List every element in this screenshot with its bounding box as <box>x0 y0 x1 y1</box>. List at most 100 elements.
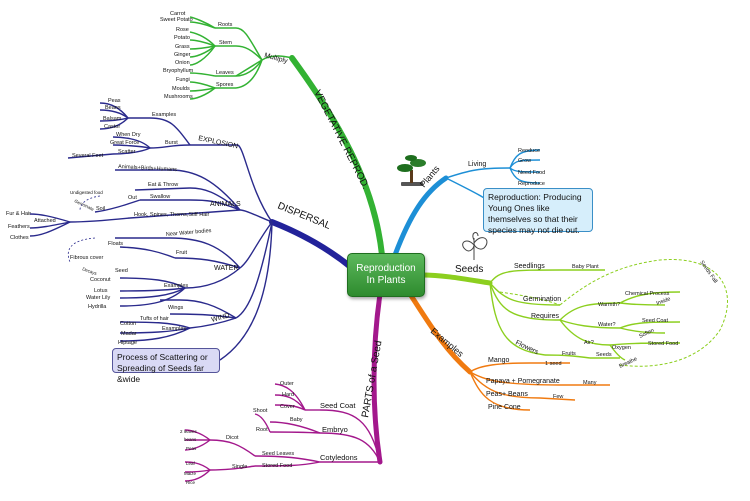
seeds-fall-label: Seeds Fall <box>698 260 718 285</box>
seeds-sub-label: Seeds <box>596 352 612 358</box>
few-label: Few <box>553 394 563 400</box>
seedlings-label: Seedlings <box>514 263 545 270</box>
water-req-label: Water? <box>598 322 616 328</box>
sweet-potato-label: Sweet Potato <box>160 17 193 23</box>
when-dry-label: When Dry <box>116 132 141 138</box>
living-label: Living <box>468 161 486 168</box>
branch-examples <box>407 291 473 375</box>
seed-coat-label: Seed Coat <box>320 401 356 410</box>
beans-label: Beans <box>105 105 121 111</box>
great-force-label: Great Force <box>110 140 139 146</box>
pine-cone-label: Pine Cone <box>488 404 521 411</box>
wings-label: Wings <box>168 305 184 311</box>
eat-throw-label: Eat & Throw <box>148 182 178 188</box>
feathers-label: Feathers <box>8 224 30 230</box>
examples-title: Examples <box>429 326 466 359</box>
animals-birds-humans-label: Animals+Birds+Humans <box>118 164 177 173</box>
stored-food-seeds-label: Stored Food <box>648 341 678 347</box>
carrot-label: Carrot <box>170 11 186 17</box>
potato-label: Potato <box>174 35 190 41</box>
grass-label: Grass <box>175 44 190 50</box>
peas-part-label: Peas <box>186 446 197 451</box>
castor-label: Castor <box>104 124 120 130</box>
air-label: Air? <box>584 340 594 346</box>
many-label: Many <box>583 380 597 386</box>
water-lily-label: Water Lily <box>86 295 110 301</box>
sprout-outline-icon <box>462 232 488 260</box>
seed-leaves-label: Seed Leaves <box>262 451 294 457</box>
dicot-label: Dicot <box>226 435 239 441</box>
branch-dispersal <box>269 219 355 271</box>
baby-label: Baby <box>290 417 303 423</box>
stored-food-label: Stored Food <box>262 463 292 469</box>
tufts-label: Tufts of hair <box>140 316 169 322</box>
mushrooms-label: Mushrooms <box>164 94 193 100</box>
reproduce-label: Reproduce <box>518 181 545 187</box>
hooks-spines-label: Hook, Spines, Thorns,Stiff Hair <box>134 212 209 218</box>
onion-label: Onion <box>175 60 190 66</box>
shoot-label: Shoot <box>253 408 268 414</box>
soften-label: Soften <box>638 328 655 340</box>
central-topic[interactable]: Reproduction In Plants <box>347 253 425 297</box>
central-topic-label: Reproduction In Plants <box>356 263 416 286</box>
reproduction-definition-note: Reproduction: Producing Young Ones like … <box>483 188 593 235</box>
peas-label: Peas <box>108 98 121 104</box>
outer-label: Outer <box>280 381 294 387</box>
cotton-label: Cotton <box>120 321 136 327</box>
leaves-label: Leaves <box>216 70 234 76</box>
bonsai-tree-icon <box>397 155 426 186</box>
undigested-food-label: Undigested food <box>70 190 103 195</box>
out-label: Out <box>128 195 137 201</box>
stem-label: Stem <box>219 40 232 46</box>
water-examples-label: Examples <box>164 283 188 289</box>
fruit-label: Fruit <box>176 250 187 256</box>
seed-label: Seed <box>115 268 128 274</box>
peas-beans-label: Peas+ Beans <box>486 391 528 398</box>
cover-label: Cover <box>280 404 295 410</box>
grow-label: Grow <box>518 158 531 164</box>
leaf-label: Leaf <box>186 461 196 466</box>
flowers-label: Flowers <box>514 339 540 356</box>
oxygen-label: Oxygen <box>612 345 631 351</box>
inside-label: Inside <box>656 296 672 307</box>
near-water-label: Near Water bodies <box>166 228 212 238</box>
root-label: Root <box>256 427 268 433</box>
floats-label: Floats <box>108 241 123 247</box>
warmth-label: Warmth? <box>598 302 620 308</box>
seed-coat-seeds-label: Seed Coat <box>642 318 668 324</box>
maize-label: Maize <box>184 471 197 476</box>
chemical-process-label: Chemical Process <box>625 291 670 297</box>
ginger-label: Ginger <box>174 52 191 58</box>
attached-label: Attached <box>34 218 56 224</box>
explosion-label: EXPLOSION <box>198 135 239 150</box>
madar-label: Madar <box>121 331 137 337</box>
several-feet-label: Several Feet <box>72 153 104 159</box>
reoduce-label: Reoduce <box>518 148 540 154</box>
branch-parts <box>371 291 383 465</box>
coconut-label: Coconut <box>90 277 111 283</box>
fruits-label: Fruits <box>562 351 576 357</box>
bryophyllum-label: Bryophyllum <box>163 68 194 74</box>
germination-label: Germination <box>523 296 561 303</box>
beans-part-label: beans <box>184 437 197 442</box>
seeds-title: Seeds <box>455 264 483 275</box>
rose-label: Rose <box>176 27 189 33</box>
baby-plant-label: Baby Plant <box>572 264 599 270</box>
fungi-label: Fungi <box>176 77 190 83</box>
swallow-label: Swallow <box>150 194 170 200</box>
germinate-label: Germinate <box>74 198 96 212</box>
burst-label: Burst <box>165 140 178 146</box>
fur-hair-label: Fur & Hair <box>6 211 31 217</box>
branch-plants <box>392 175 449 258</box>
scatter-label: Scatter <box>118 149 136 155</box>
balsam-label: Balsam <box>103 116 122 122</box>
two-leaves-label: 2 leaves <box>180 429 198 434</box>
hydrilla-label: Hydrilla <box>88 304 107 310</box>
animals-label: ANIMALS <box>210 201 241 208</box>
fibrous-cover-label: Fibrous cover <box>70 255 103 261</box>
spores-label: Spores <box>216 82 234 88</box>
vegetative-title: VEGETATIVE REPROD. <box>311 88 371 191</box>
papaya-label: Papaya + Pomegranate <box>486 378 560 385</box>
explosion-examples-label: Examples <box>152 112 176 118</box>
